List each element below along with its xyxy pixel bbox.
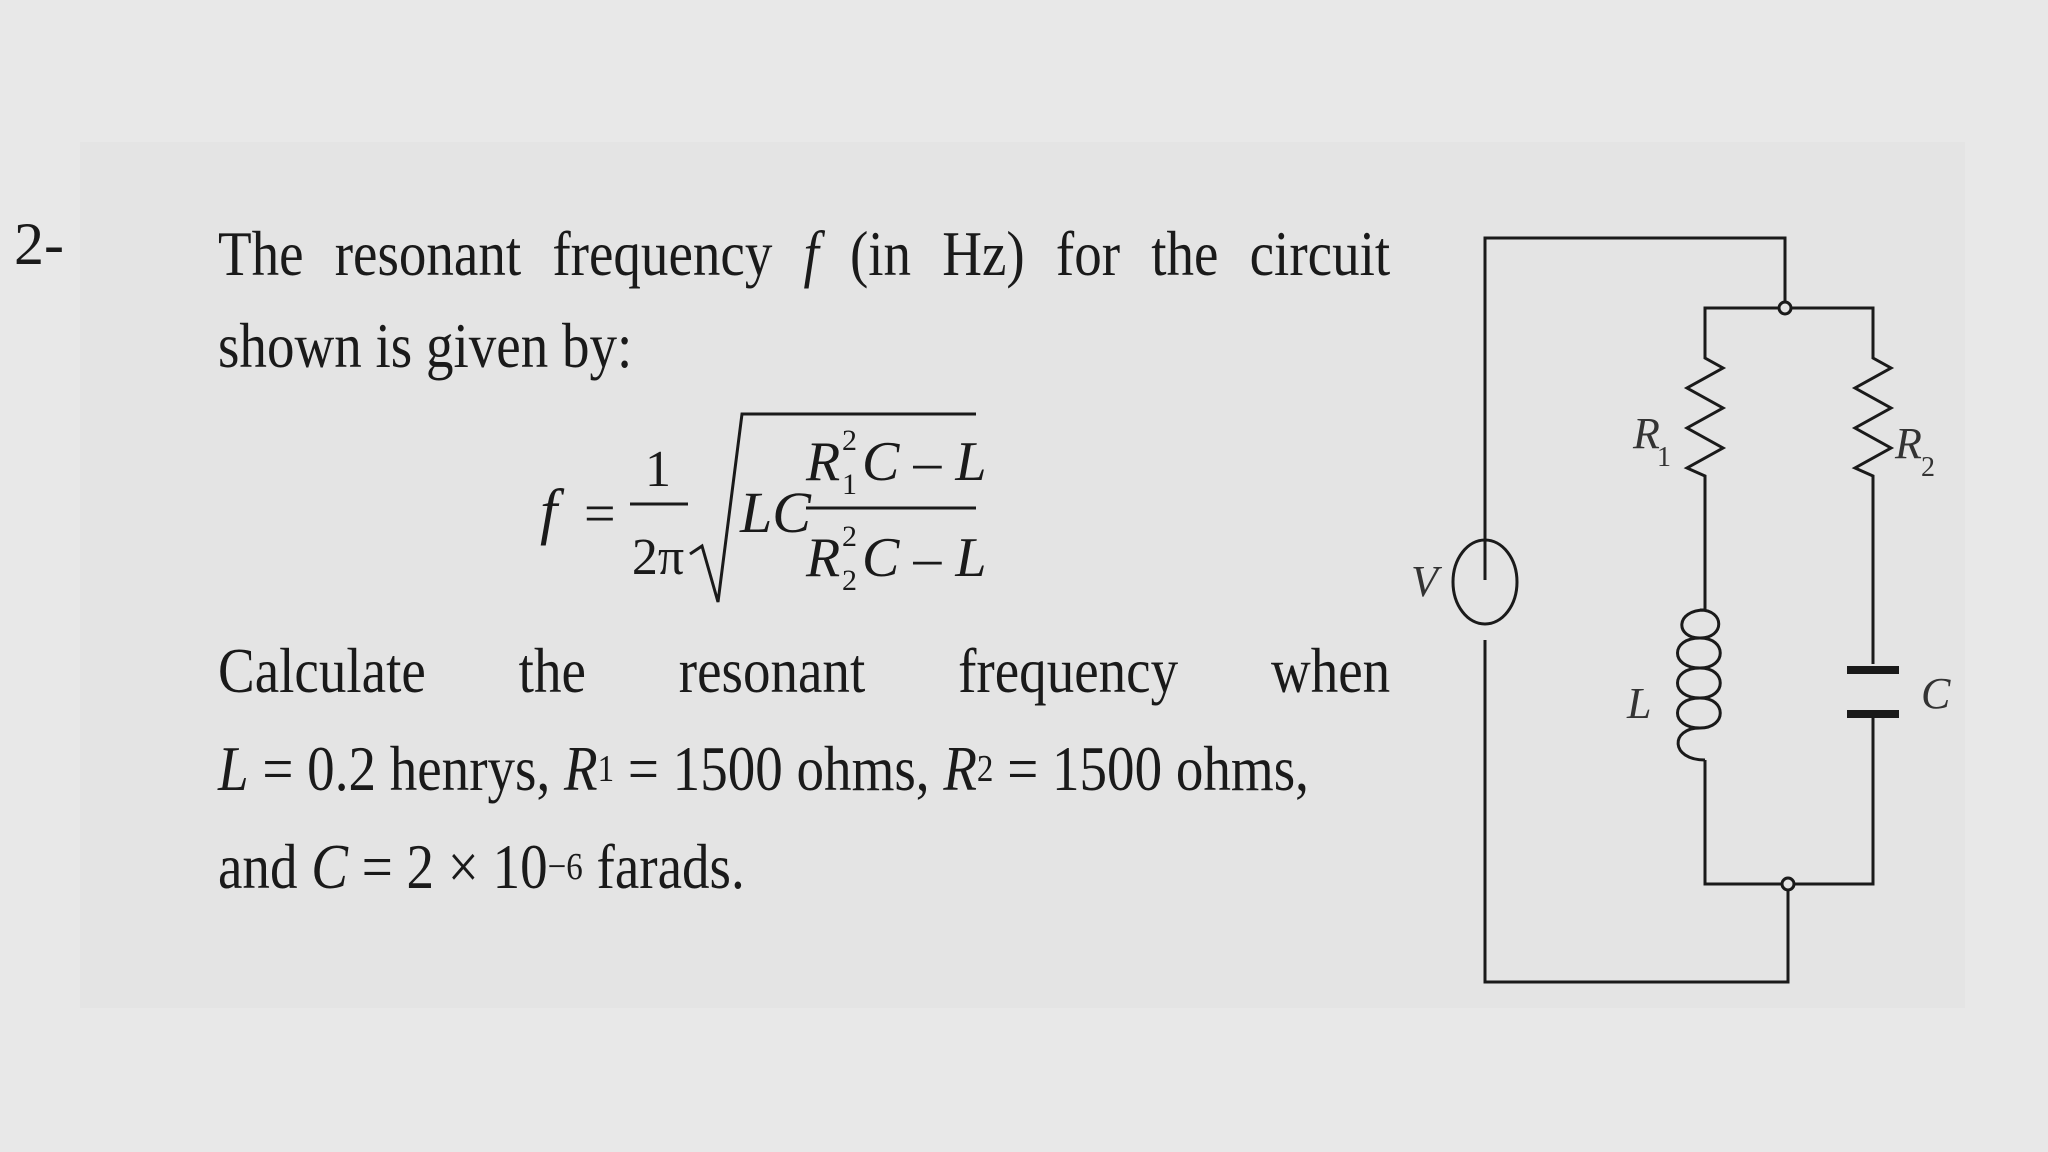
inductor-coil-2: [1676, 636, 1722, 670]
junction-node-bottom: [1780, 876, 1796, 892]
calc-word: frequency: [958, 635, 1179, 706]
inductor-coil-1: [1680, 608, 1721, 640]
wire-bottom-branches: [1703, 732, 1875, 886]
formula-num-sub: 1: [842, 468, 857, 501]
calc-L-symbol: L: [218, 733, 249, 804]
label-v: V: [1411, 557, 1443, 606]
calc-word: when: [1270, 635, 1391, 706]
intro-text-2: (in Hz) for the circuit shown is given b…: [218, 218, 1391, 381]
label-r1-sub: 1: [1657, 442, 1671, 473]
formula-den-r: R: [805, 527, 840, 589]
formula-den-sub: 2: [842, 564, 857, 597]
formula-num-r: R: [805, 431, 840, 493]
intro-text-1: The resonant frequency: [218, 218, 804, 289]
calc-C-symbol: C: [311, 831, 348, 902]
inductor-coil-3: [1676, 666, 1722, 700]
junction-node-top: [1777, 300, 1793, 316]
circuit-diagram: V R 1 R 2 L C: [1411, 236, 1951, 984]
resistor-r1-icon: [1683, 330, 1727, 610]
calc-word: Calculate: [218, 635, 426, 706]
calc-R2-value: = 1500 ohms,: [993, 733, 1309, 804]
formula-lc: LC: [739, 480, 812, 545]
calc-C-exponent: −6: [547, 846, 583, 888]
problem-calculation-text: Calculate the resonant frequency when L …: [218, 622, 1390, 916]
resonant-frequency-formula: f = 1 2π LC R 2 1 C – L R 2 2 C – L: [540, 412, 987, 603]
calc-R1-symbol: R: [563, 733, 598, 804]
formula-den-sup: 2: [842, 520, 857, 553]
calc-and: and: [218, 831, 312, 902]
label-r2-sub: 2: [1921, 452, 1935, 483]
label-c: C: [1921, 669, 1951, 718]
wire-left-bottom: [1483, 640, 1790, 984]
formula-num-rest: C – L: [862, 431, 987, 493]
formula-num-sup: 2: [842, 424, 857, 457]
formula-equals: =: [584, 483, 616, 545]
content-panel: [80, 142, 1965, 1008]
calc-C-value: = 2 × 10: [347, 831, 548, 902]
wire-left-top: [1483, 236, 1787, 580]
calc-R1-subscript: 1: [597, 748, 615, 790]
label-r1: R: [1632, 409, 1660, 458]
formula-sqrt-sign: [689, 412, 976, 603]
calc-R2-subscript: 2: [976, 748, 994, 790]
calc-R1-value: = 1500 ohms,: [614, 733, 944, 804]
formula-denominator-2pi: 2π: [632, 529, 684, 586]
formula-numerator-1: 1: [645, 441, 671, 498]
inductor-coil-5: [1676, 726, 1706, 762]
resistor-r2-icon: [1851, 330, 1895, 664]
label-r2: R: [1894, 419, 1922, 468]
inductor-coil-4: [1676, 696, 1722, 730]
formula-den-rest: C – L: [862, 527, 987, 589]
voltage-source-icon: [1451, 538, 1519, 626]
intro-var-f: f: [803, 218, 819, 289]
formula-lhs-f: f: [540, 478, 565, 546]
calc-R2-symbol: R: [943, 733, 977, 804]
question-number: 2-: [14, 211, 64, 277]
calc-L-value: = 0.2 henrys,: [248, 733, 564, 804]
calc-C-unit: farads.: [582, 831, 745, 902]
label-l: L: [1626, 679, 1651, 728]
calc-line-1: Calculate the resonant frequency when: [218, 622, 1390, 720]
calc-word: the: [518, 635, 586, 706]
problem-intro: The resonant frequency f (in Hz) for the…: [218, 208, 1390, 392]
calc-word: resonant: [678, 635, 866, 706]
calc-line-3: and C = 2 × 10−6 farads.: [218, 818, 1390, 916]
